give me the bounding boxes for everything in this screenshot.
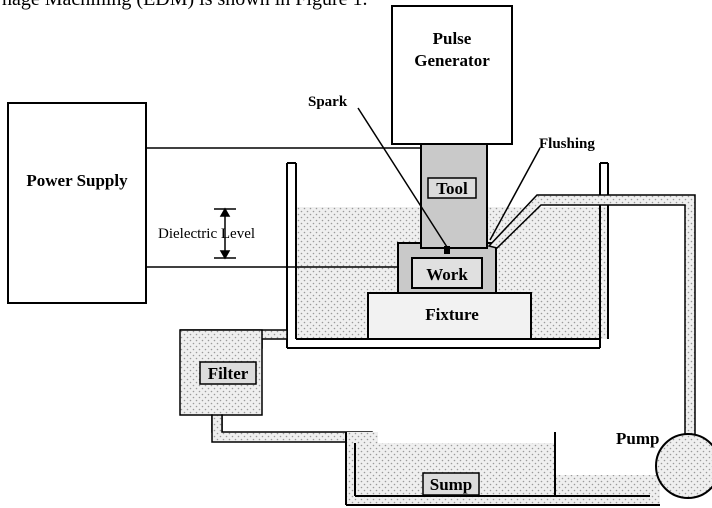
sump-label: Sump — [430, 475, 473, 494]
pulse-generator-label-line2: Generator — [414, 51, 490, 70]
filter-label-box — [199, 361, 257, 385]
spark-leader — [357, 107, 448, 248]
filter — [179, 329, 263, 433]
work — [411, 257, 483, 289]
fixture — [367, 292, 532, 340]
pulse-generator-label-line1: Pulse — [433, 29, 472, 48]
flushing-leader — [489, 147, 541, 241]
sump — [345, 432, 660, 506]
filter-label: Filter — [208, 364, 249, 383]
spark-label: Spark — [308, 94, 348, 110]
pump-label: Pump — [616, 429, 659, 448]
flushing-label: Flushing — [539, 136, 595, 152]
sump-label-box — [422, 472, 480, 496]
power-wires — [146, 147, 421, 268]
tool-label-box — [427, 177, 477, 199]
work-label: Work — [426, 265, 468, 284]
pump — [655, 433, 712, 499]
fixture-label: Fixture — [425, 305, 479, 324]
tool-label: Tool — [436, 179, 468, 198]
pulse-generator — [391, 5, 513, 145]
dielectric-level-label: Dielectric Level — [158, 226, 255, 242]
dielectric-level-marker — [214, 207, 236, 260]
power-supply-label: Power Supply — [26, 171, 128, 190]
spark-gap — [444, 246, 450, 254]
power-supply — [7, 102, 147, 304]
caption-fragment: hage Machining (EDM) is shown in Figure … — [2, 0, 368, 11]
